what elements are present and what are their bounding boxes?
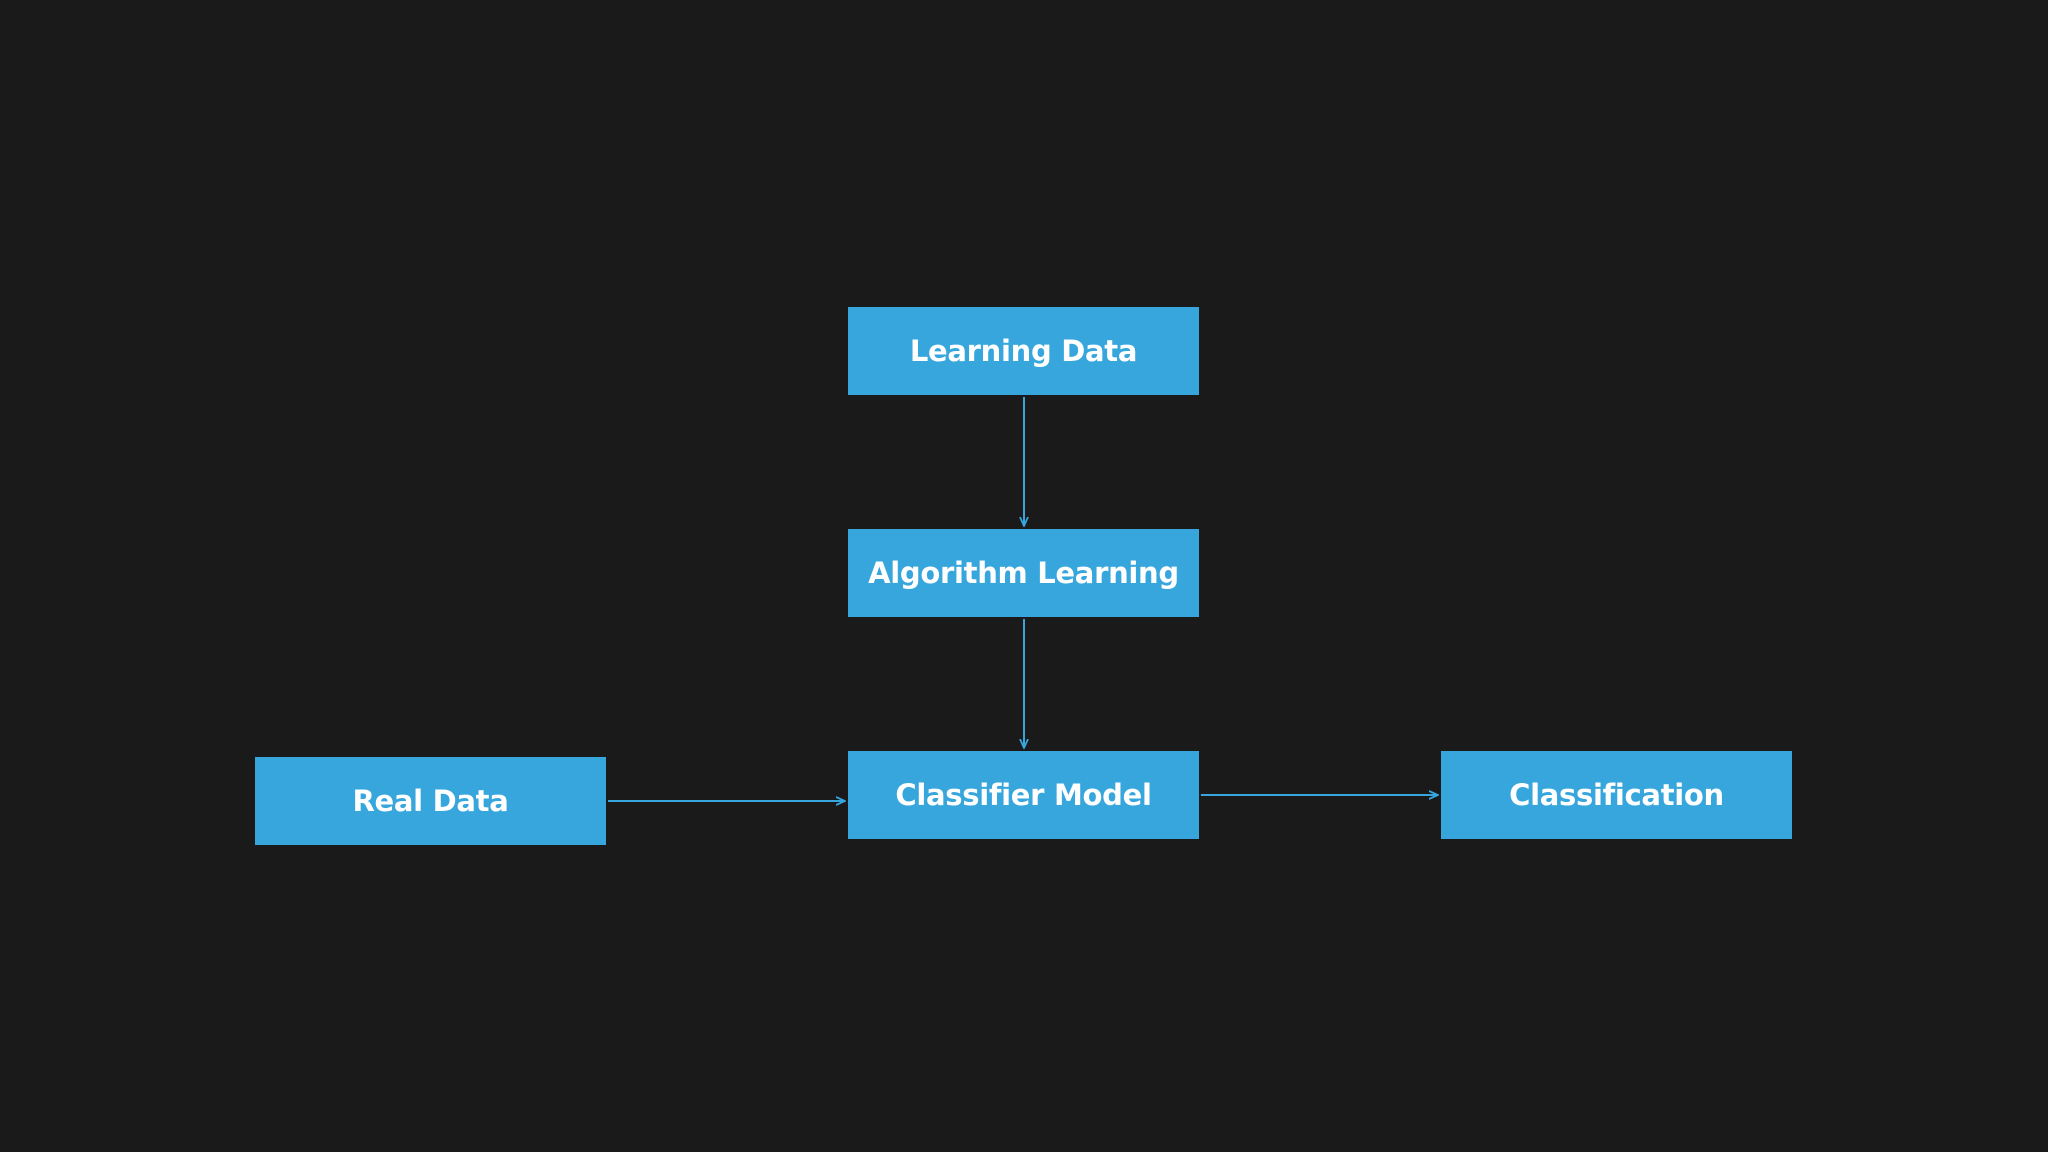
- node-algorithm-learning: Algorithm Learning: [848, 529, 1199, 617]
- node-learning-data: Learning Data: [848, 307, 1199, 395]
- node-label: Classification: [1509, 778, 1724, 812]
- node-label: Real Data: [352, 784, 509, 818]
- node-label: Algorithm Learning: [868, 556, 1179, 590]
- node-label: Classifier Model: [895, 778, 1152, 812]
- node-classification: Classification: [1441, 751, 1792, 839]
- node-real-data: Real Data: [255, 757, 606, 845]
- node-label: Learning Data: [909, 334, 1138, 368]
- node-classifier-model: Classifier Model: [848, 751, 1199, 839]
